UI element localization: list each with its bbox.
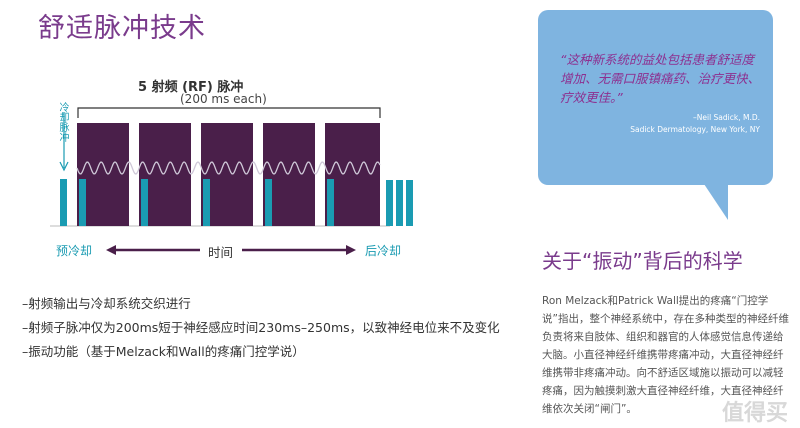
postcool-label: 后冷却	[365, 244, 402, 258]
bullet-1: –射频输出与冷却系统交织进行	[22, 296, 191, 311]
pulse-diagram: 5 射频 (RF) 脉冲 (200 ms each)	[50, 68, 490, 268]
quote-bubble	[538, 10, 773, 185]
time-arrow-left	[106, 245, 116, 255]
cool-bar-4	[265, 179, 272, 226]
quote-attribution: –Neil Sadick, M.D. Sadick Dermatology, N…	[560, 112, 760, 136]
cool-bar-1	[79, 179, 86, 226]
caption-sub: (200 ms each)	[180, 92, 267, 106]
rf-pulses	[77, 123, 380, 226]
quote-affiliation: Sadick Dermatology, New York, NY	[630, 125, 760, 134]
postcool-bar-2	[396, 180, 403, 226]
quote-bubble-tail	[700, 178, 728, 220]
cool-bar-3	[203, 179, 210, 226]
postcool-bar-3	[406, 180, 413, 226]
cooling-pulse-label: 冷却脉冲	[57, 102, 68, 142]
postcool-bar-1	[386, 180, 393, 226]
cooling-arrowhead	[59, 161, 69, 172]
time-arrow-right	[346, 245, 356, 255]
page-title: 舒适脉冲技术	[38, 13, 206, 44]
caption-main: 5 射频 (RF) 脉冲	[138, 80, 244, 95]
quote-text: “这种新系统的益处包括患者舒适度增加、无需口服镇痛药、治疗更快、疗效更佳。”	[560, 52, 761, 105]
pulse-bracket	[77, 107, 381, 118]
bullet-3: –振动功能（基于Melzack和Wall的疼痛门控学说）	[22, 344, 305, 359]
bullet-2: –射频子脉冲仅为200ms短于神经感应时间230ms–250ms，以致神经电位来…	[22, 320, 500, 335]
feature-list: –射频输出与冷却系统交织进行 –射频子脉冲仅为200ms短于神经感应时间230m…	[22, 292, 500, 364]
section-body: Ron Melzack和Patrick Wall提出的疼痛“门控学说”指出，整个…	[542, 295, 789, 415]
watermark: 值得买	[722, 401, 789, 426]
time-label: 时间	[208, 245, 234, 260]
pulse-chart	[50, 107, 413, 258]
precool-bar	[60, 179, 67, 226]
quote-author: –Neil Sadick, M.D.	[693, 113, 760, 122]
precool-label: 预冷却	[56, 244, 93, 258]
section-title: 关于“振动”背后的科学	[542, 249, 743, 273]
vibration-wave	[76, 161, 381, 175]
cool-bar-2	[141, 179, 148, 226]
cool-bar-5	[327, 179, 334, 226]
